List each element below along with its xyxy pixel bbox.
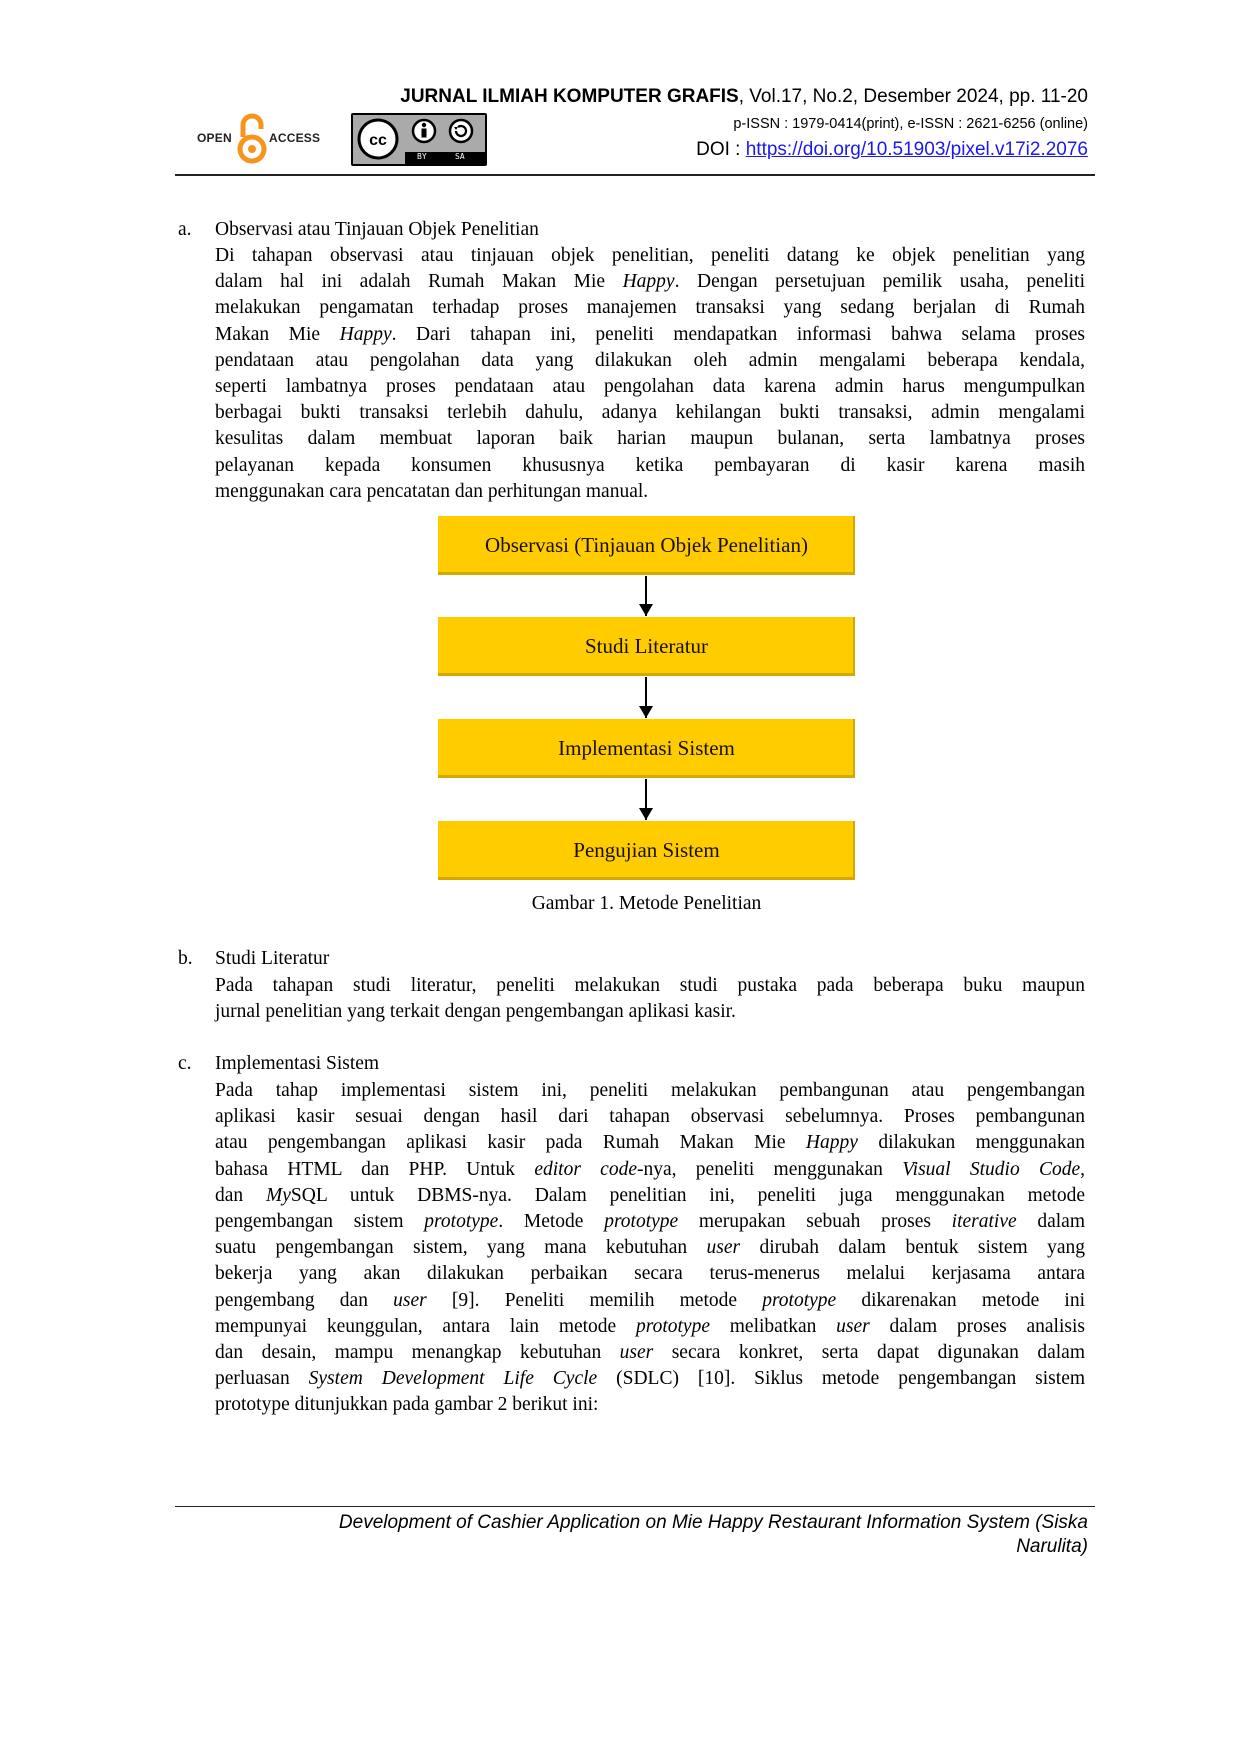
arrow-down-icon	[639, 808, 653, 820]
doi-label: DOI :	[696, 139, 746, 160]
arrow-down-icon	[639, 604, 653, 616]
running-footer: Development of Cashier Application on Mi…	[240, 1511, 1088, 1559]
section-b-title: Studi Literatur	[215, 948, 330, 969]
paragraph-line: pengembangan sistem prototype. Metode pr…	[215, 1210, 1085, 1232]
italic-term: Happy	[805, 1132, 858, 1154]
section-c-title: Implementasi Sistem	[215, 1053, 380, 1074]
footer-line-1: Development of Cashier Application on Mi…	[338, 1512, 1088, 1533]
italic-term: user	[836, 1315, 870, 1337]
issn-info: p-ISSN : 1979-0414(print), e-ISSN : 2621…	[733, 116, 1088, 132]
paragraph-line: melakukan pengamatan terhadap proses man…	[215, 297, 1085, 319]
open-access-right-text: ACCESS	[269, 131, 321, 145]
paragraph-line: berbagai bukti transaksi terlebih dahulu…	[215, 402, 1085, 424]
flow-arrow-1	[639, 576, 653, 616]
italic-term: Happy	[339, 323, 392, 345]
paragraph-line: dan MySQL untuk DBMS-nya. Dalam peneliti…	[215, 1184, 1085, 1206]
italic-term: prototype	[762, 1289, 837, 1311]
paragraph-line: Makan Mie Happy. Dari tahapan ini, penel…	[215, 323, 1086, 345]
cc-by-sa-license-badge: cc BY SA	[351, 113, 487, 166]
paragraph-line: menggunakan cara pencatatan dan perhitun…	[215, 480, 649, 502]
paragraph-line: aplikasi kasir sesuai dengan hasil dari …	[215, 1106, 1085, 1128]
paragraph-line: pelayanan kepada konsumen khususnya keti…	[215, 454, 1085, 476]
open-access-left-text: OPEN	[197, 131, 232, 145]
section-a-paragraph: Di tahapan observasi atau tinjauan objek…	[215, 243, 1085, 505]
footer-line-2: Narulita)	[1016, 1536, 1088, 1557]
section-b-paragraph: Pada tahapan studi literatur, peneliti m…	[215, 973, 1085, 1025]
figure-caption: Gambar 1. Metode Penelitian	[531, 893, 762, 914]
section-a-label: a.	[178, 219, 192, 240]
doi-line: DOI : https://doi.org/10.51903/pixel.v17…	[560, 139, 1088, 161]
italic-term: user	[706, 1237, 741, 1259]
paragraph-line: suatu pengembangan sistem, yang mana keb…	[215, 1237, 1085, 1259]
header-divider	[175, 174, 1095, 176]
italic-term: editor code	[534, 1158, 637, 1180]
journal-name: JURNAL ILMIAH KOMPUTER GRAFIS	[400, 86, 739, 107]
paragraph-line: mempunyai keunggulan, antara lain metode…	[215, 1315, 1085, 1337]
flow-arrow-3	[639, 779, 653, 820]
paragraph-line: Di tahapan observasi atau tinjauan objek…	[215, 245, 1085, 266]
open-access-logo: OPEN ACCESS	[197, 113, 332, 167]
paragraph-line: pengembang dan user [9]. Peneliti memili…	[215, 1289, 1085, 1311]
paragraph-line: Pada tahap implementasi sistem ini, pene…	[215, 1080, 1085, 1101]
section-a-title: Observasi atau Tinjauan Objek Penelitian	[215, 219, 539, 240]
paragraph-line: pendataan atau pengolahan data yang dila…	[215, 349, 1085, 371]
section-b-label: b.	[178, 948, 193, 969]
flow-arrow-2	[639, 677, 653, 718]
paragraph-line: prototype ditunjukkan pada gambar 2 beri…	[215, 1394, 599, 1416]
svg-text:cc: cc	[369, 132, 387, 149]
paragraph-line: atau pengembangan aplikasi kasir pada Ru…	[215, 1132, 1085, 1154]
attribution-icon	[411, 118, 437, 144]
paragraph-line: bahasa HTML dan PHP. Untuk editor code-n…	[215, 1158, 1086, 1180]
italic-term: user	[393, 1289, 427, 1311]
share-alike-icon	[448, 118, 474, 144]
italic-term: Happy	[622, 271, 675, 293]
italic-term: user	[619, 1341, 654, 1363]
flow-step-studi-literatur: Studi Literatur	[438, 617, 855, 676]
italic-term: System Development Life Cycle	[308, 1368, 598, 1390]
sa-label: SA	[455, 152, 465, 161]
paragraph-line: perluasan System Development Life Cycle …	[215, 1368, 1086, 1390]
flow-step-observasi: Observasi (Tinjauan Objek Penelitian)	[438, 516, 855, 575]
italic-term: prototype	[424, 1210, 499, 1232]
flow-step-implementasi: Implementasi Sistem	[438, 719, 855, 778]
journal-issue: , Vol.17, No.2, Desember 2024, pp. 11-20	[738, 86, 1088, 107]
section-c-label: c.	[178, 1053, 192, 1074]
paragraph-line: dalam hal ini adalah Rumah Makan Mie Hap…	[215, 271, 1086, 293]
doi-link[interactable]: https://doi.org/10.51903/pixel.v17i2.207…	[745, 139, 1088, 160]
italic-term: Visual Studio Code	[902, 1158, 1081, 1180]
italic-term: iterative	[951, 1210, 1017, 1232]
italic-term: My	[266, 1184, 291, 1206]
license-label-bar: BY SA	[405, 152, 485, 164]
paragraph-line: bekerja yang akan dilakukan perbaikan se…	[215, 1263, 1085, 1285]
by-label: BY	[417, 152, 427, 161]
paragraph-line: kesulitas dalam membuat laporan baik har…	[215, 428, 1085, 450]
open-lock-icon	[237, 113, 267, 164]
footer-divider	[175, 1506, 1095, 1507]
journal-citation: JURNAL ILMIAH KOMPUTER GRAFIS, Vol.17, N…	[318, 86, 1088, 108]
paragraph-line: dan desain, mampu menangkap kebutuhan us…	[215, 1341, 1085, 1363]
paragraph-line: jurnal penelitian yang terkait dengan pe…	[215, 1001, 736, 1023]
flow-step-pengujian: Pengujian Sistem	[438, 821, 855, 880]
italic-term: prototype	[604, 1210, 679, 1232]
italic-term: prototype	[635, 1315, 710, 1337]
cc-icon: cc	[357, 118, 399, 160]
section-c-paragraph: Pada tahap implementasi sistem ini, pene…	[215, 1078, 1085, 1418]
arrow-down-icon	[639, 706, 653, 718]
paragraph-line: Pada tahapan studi literatur, peneliti m…	[215, 975, 1085, 996]
paragraph-line: seperti lambatnya proses pendataan atau …	[215, 375, 1085, 397]
